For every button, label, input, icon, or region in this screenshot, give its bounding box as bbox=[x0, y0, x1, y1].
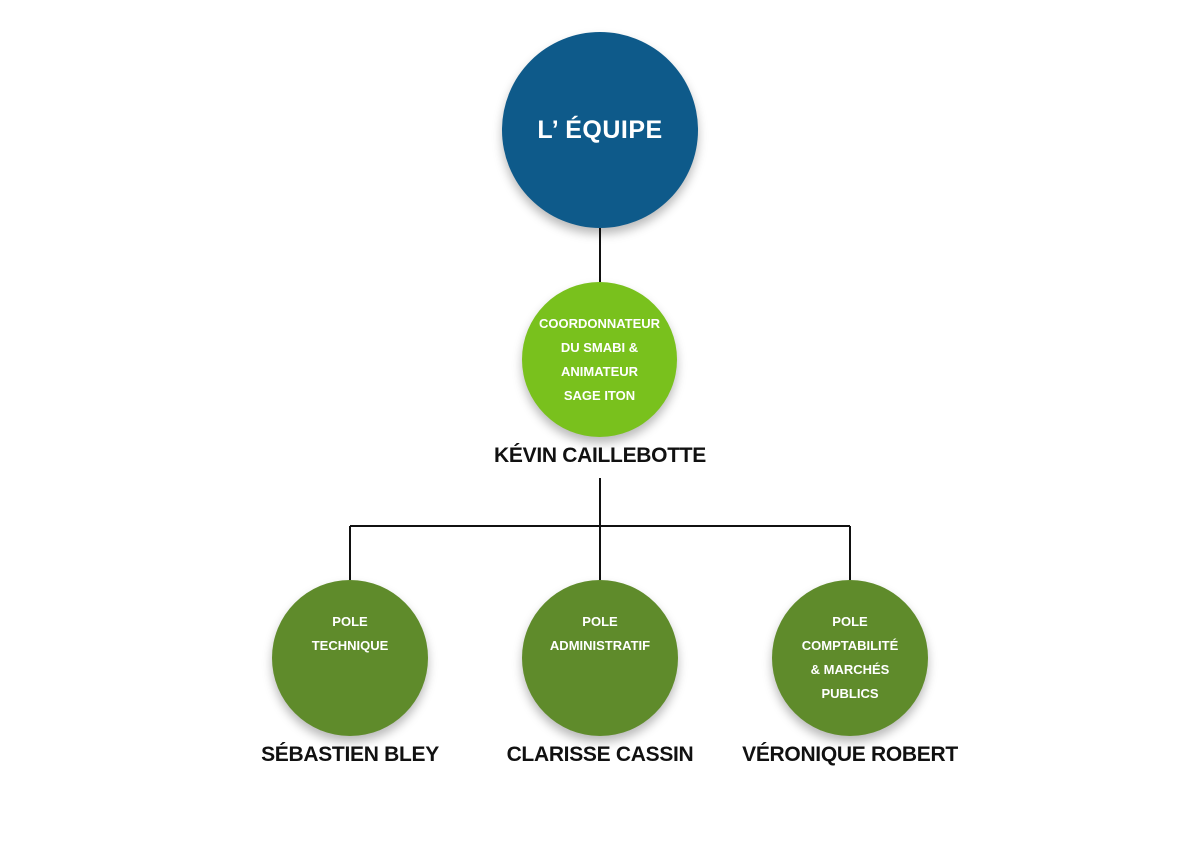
root-label: L’ ÉQUIPE bbox=[537, 115, 663, 144]
pole-administratif-role: POLE ADMINISTRATIF bbox=[549, 614, 651, 653]
pole-technique-node: POLE TECHNIQUE bbox=[272, 580, 428, 736]
pole-administratif-node: POLE ADMINISTRATIF bbox=[522, 580, 678, 736]
root-node-equipe: L’ ÉQUIPE bbox=[502, 32, 698, 228]
pole-comptabilite-node: POLE COMPTABILITÉ & MARCHÉS PUBLICS bbox=[772, 580, 928, 736]
coordinator-node: COORDONNATEUR DU SMABI & ANIMATEUR SAGE … bbox=[522, 282, 677, 437]
pole-comptabilite-name: VÉRONIQUE ROBERT bbox=[742, 743, 958, 766]
pole-technique-name: SÉBASTIEN BLEY bbox=[261, 743, 439, 766]
coordinator-role: COORDONNATEUR DU SMABI & ANIMATEUR SAGE … bbox=[538, 315, 661, 403]
pole-comptabilite-role: POLE COMPTABILITÉ & MARCHÉS PUBLICS bbox=[801, 614, 899, 701]
pole-technique-role: POLE TECHNIQUE bbox=[311, 614, 389, 653]
coordinator-name: KÉVIN CAILLEBOTTE bbox=[494, 444, 706, 467]
pole-administratif-name: CLARISSE CASSIN bbox=[506, 743, 694, 766]
